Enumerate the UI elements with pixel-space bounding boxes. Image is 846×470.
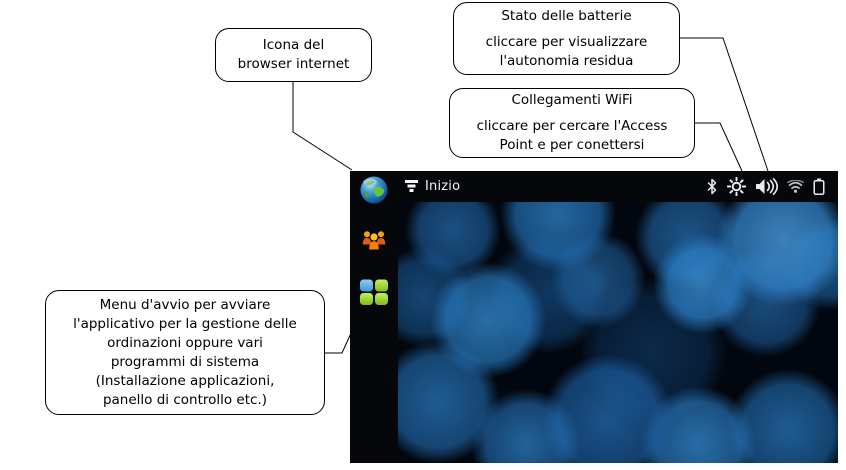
volume-icon[interactable] <box>755 178 778 195</box>
connector-browser-callout <box>292 82 353 171</box>
home-menu-button[interactable]: Inizio <box>405 177 460 196</box>
callout-browser-text: Icona del browser internet <box>237 37 350 72</box>
connector-wifi-callout <box>695 122 743 172</box>
callout-wifi-connections: Collegamenti WiFi cliccare per cercare l… <box>449 88 695 158</box>
callout-wifi-body: cliccare per cercare l'Access Point e pe… <box>476 118 668 153</box>
home-label: Inizio <box>425 179 461 194</box>
app-menu-icon[interactable] <box>360 279 389 310</box>
callout-start-menu: Menu d'avvio per avviare l'applicativo p… <box>45 290 325 415</box>
wifi-icon[interactable] <box>787 180 804 193</box>
callout-battery-body: cliccare per visualizzare l'autonomia re… <box>485 33 648 69</box>
callout-wifi-title: Collegamenti WiFi <box>511 92 633 108</box>
status-icon-tray <box>706 177 825 196</box>
connector-battery-callout <box>680 37 769 172</box>
callout-battery-title: Stato delle batterie <box>501 7 632 24</box>
battery-icon[interactable] <box>813 178 825 195</box>
home-menu-icon <box>405 177 418 196</box>
contacts-icon[interactable] <box>361 228 388 257</box>
callout-battery-status: Stato delle batterie cliccare per visual… <box>453 2 680 75</box>
connector-menu-callout <box>325 330 353 354</box>
brightness-icon[interactable] <box>727 177 746 196</box>
desktop-wallpaper <box>398 202 838 463</box>
callout-start-menu-text: Menu d'avvio per avviare l'applicativo p… <box>73 296 297 408</box>
taskbar: Inizio <box>398 171 838 202</box>
device-screenshot: Inizio <box>350 171 838 463</box>
bluetooth-icon[interactable] <box>706 178 718 195</box>
task-navigator-sidebar <box>350 171 398 463</box>
internet-browser-globe-icon[interactable] <box>359 175 389 209</box>
callout-browser-icon: Icona del browser internet <box>215 28 372 82</box>
